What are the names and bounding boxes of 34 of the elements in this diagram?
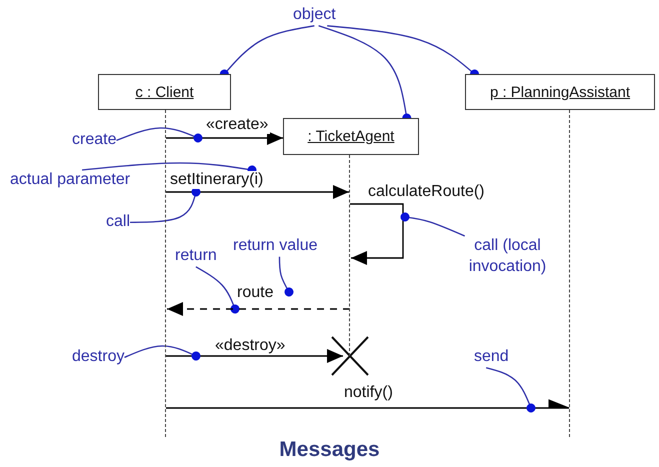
leader-line <box>486 367 536 412</box>
leader-line <box>278 256 294 296</box>
annotation-text: destroy <box>72 347 124 367</box>
annotation-text: call <box>106 212 130 232</box>
annotation-text: create <box>72 130 116 150</box>
annotation-text: actual parameter <box>10 170 130 190</box>
annotation-text: call (local invocation) <box>468 236 548 277</box>
leader-line <box>196 266 240 314</box>
lifeline <box>569 110 571 437</box>
object-box: p : PlanningAssistant <box>465 74 655 110</box>
return-arrow <box>167 302 350 316</box>
message-label: notify() <box>342 384 395 402</box>
message-arrow <box>166 400 570 409</box>
annotation-text: return value <box>233 236 318 256</box>
leader-line <box>116 127 202 142</box>
lifeline <box>165 110 167 437</box>
leader-line <box>130 188 200 224</box>
message-arrow <box>166 349 343 363</box>
lifeline <box>349 155 351 356</box>
message-arrow <box>166 185 349 199</box>
message-arrow <box>350 203 404 265</box>
message-label: calculateRoute() <box>366 183 486 201</box>
annotation-text: return <box>175 246 217 266</box>
annotation-text: send <box>474 347 509 367</box>
annotation-text: object <box>293 5 336 25</box>
message-arrow <box>166 131 283 145</box>
object-box: : TicketAgent <box>283 118 419 155</box>
caption: Messages <box>279 438 380 461</box>
message-label: «destroy» <box>213 337 288 355</box>
message-label: «create» <box>204 116 270 134</box>
leader-line <box>400 212 465 237</box>
leader-line <box>124 345 200 360</box>
message-label: setItinerary(i) <box>168 171 266 189</box>
object-box: c : Client <box>98 74 231 110</box>
